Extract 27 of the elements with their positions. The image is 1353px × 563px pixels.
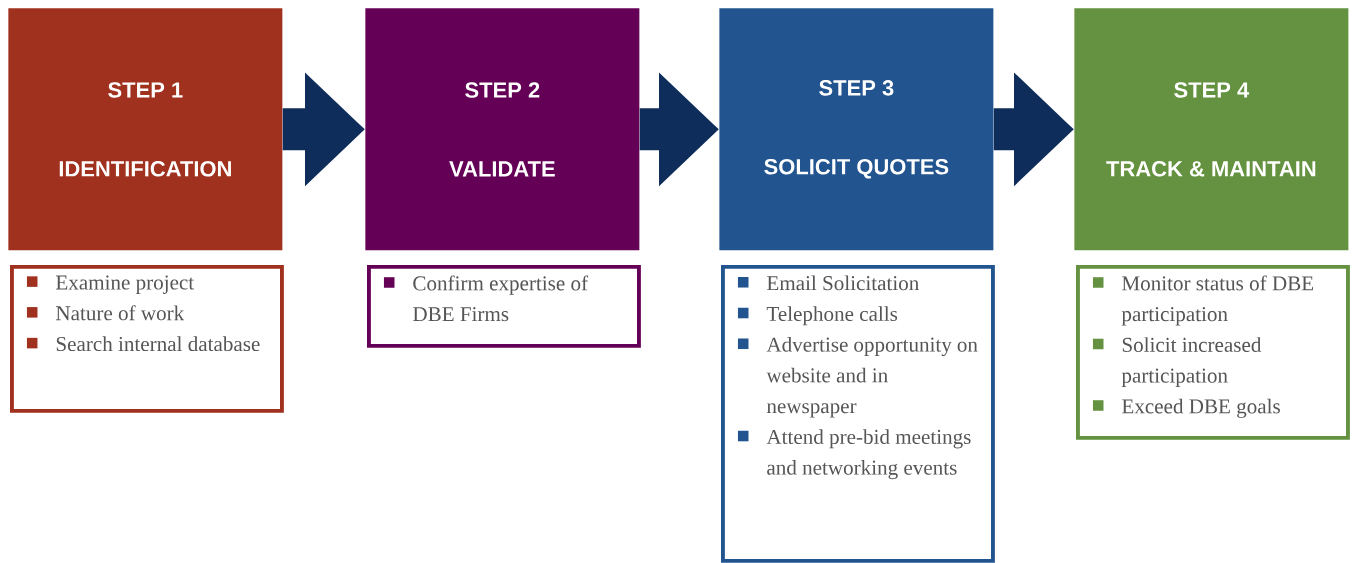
step-label: STEP 4 (1174, 82, 1250, 98)
bullet-item: Advertise opportunity on website and in newspaper (737, 336, 978, 418)
step-box (365, 8, 640, 251)
bullet-list-box (367, 265, 641, 348)
step-label: TRACK & MAINTAIN (1106, 161, 1316, 177)
bullet-list-box (721, 265, 995, 563)
step-label: STEP 3 (819, 80, 894, 96)
bullet-item: Search internal database (26, 336, 260, 352)
bullet-item: Attend pre-bid meetings and networking events (737, 429, 971, 480)
bullet-item: Examine project (26, 275, 195, 294)
step-label: VALIDATE (449, 161, 555, 177)
bullet-item: Telephone calls (737, 306, 898, 326)
bullet-item: Solicit increased participation (1092, 337, 1262, 388)
bullet-item: Monitor status of DBE participation (1092, 275, 1314, 326)
step-box (1074, 8, 1349, 251)
step-label: IDENTIFICATION (59, 161, 231, 177)
bullet-list-box (10, 265, 284, 413)
step-label: STEP 1 (108, 82, 183, 98)
bullet-item: Email Solicitation (737, 275, 919, 291)
bullet-item: Exceed DBE goals (1092, 398, 1280, 418)
step-label: SOLICIT QUOTES (764, 158, 949, 179)
bullet-item: Nature of work (26, 305, 185, 321)
step-label: STEP 2 (465, 82, 540, 98)
step-box (719, 8, 994, 251)
bullet-list-box (1076, 265, 1350, 440)
bullet-item: Confirm expertise of DBE Firms (383, 275, 589, 322)
step-box (8, 8, 283, 251)
